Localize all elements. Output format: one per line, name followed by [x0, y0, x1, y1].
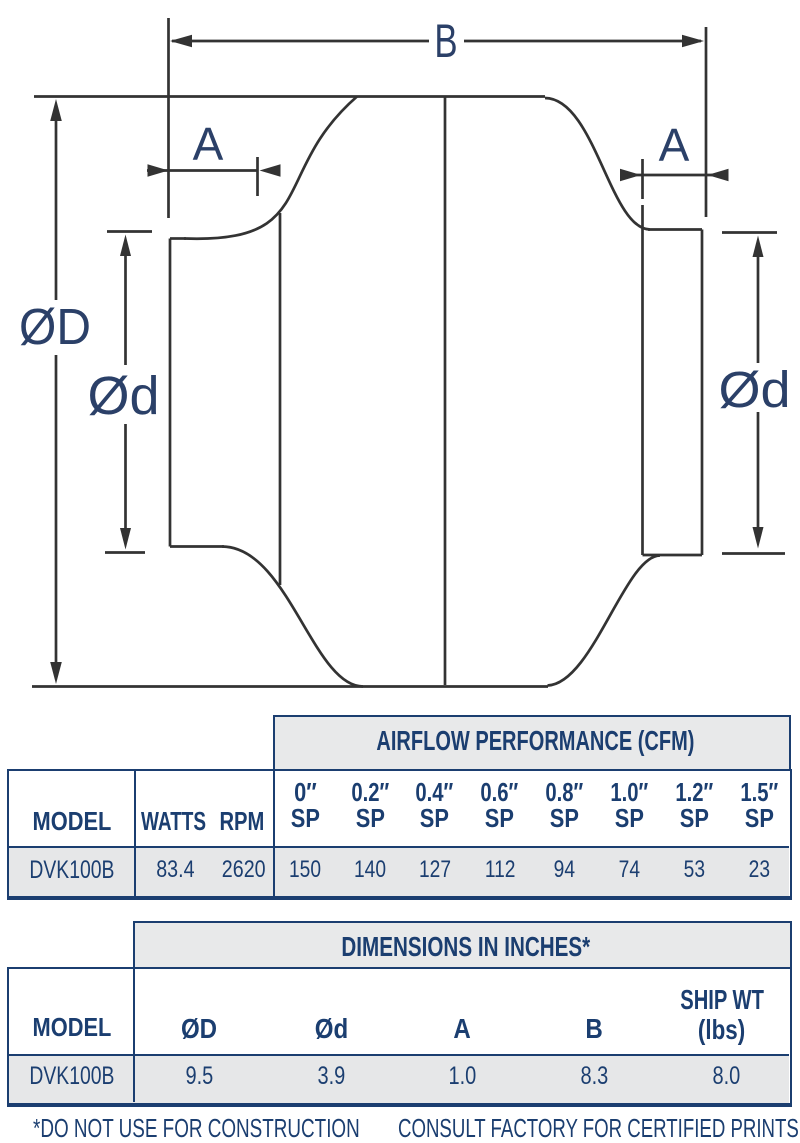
- svg-text:Ød: Ød: [718, 361, 790, 418]
- svg-text:A: A: [193, 118, 224, 170]
- svg-text:B: B: [434, 15, 457, 67]
- svg-text:Ød: Ød: [87, 366, 159, 426]
- svg-text:ØD: ØD: [19, 299, 91, 356]
- svg-text:A: A: [659, 119, 690, 171]
